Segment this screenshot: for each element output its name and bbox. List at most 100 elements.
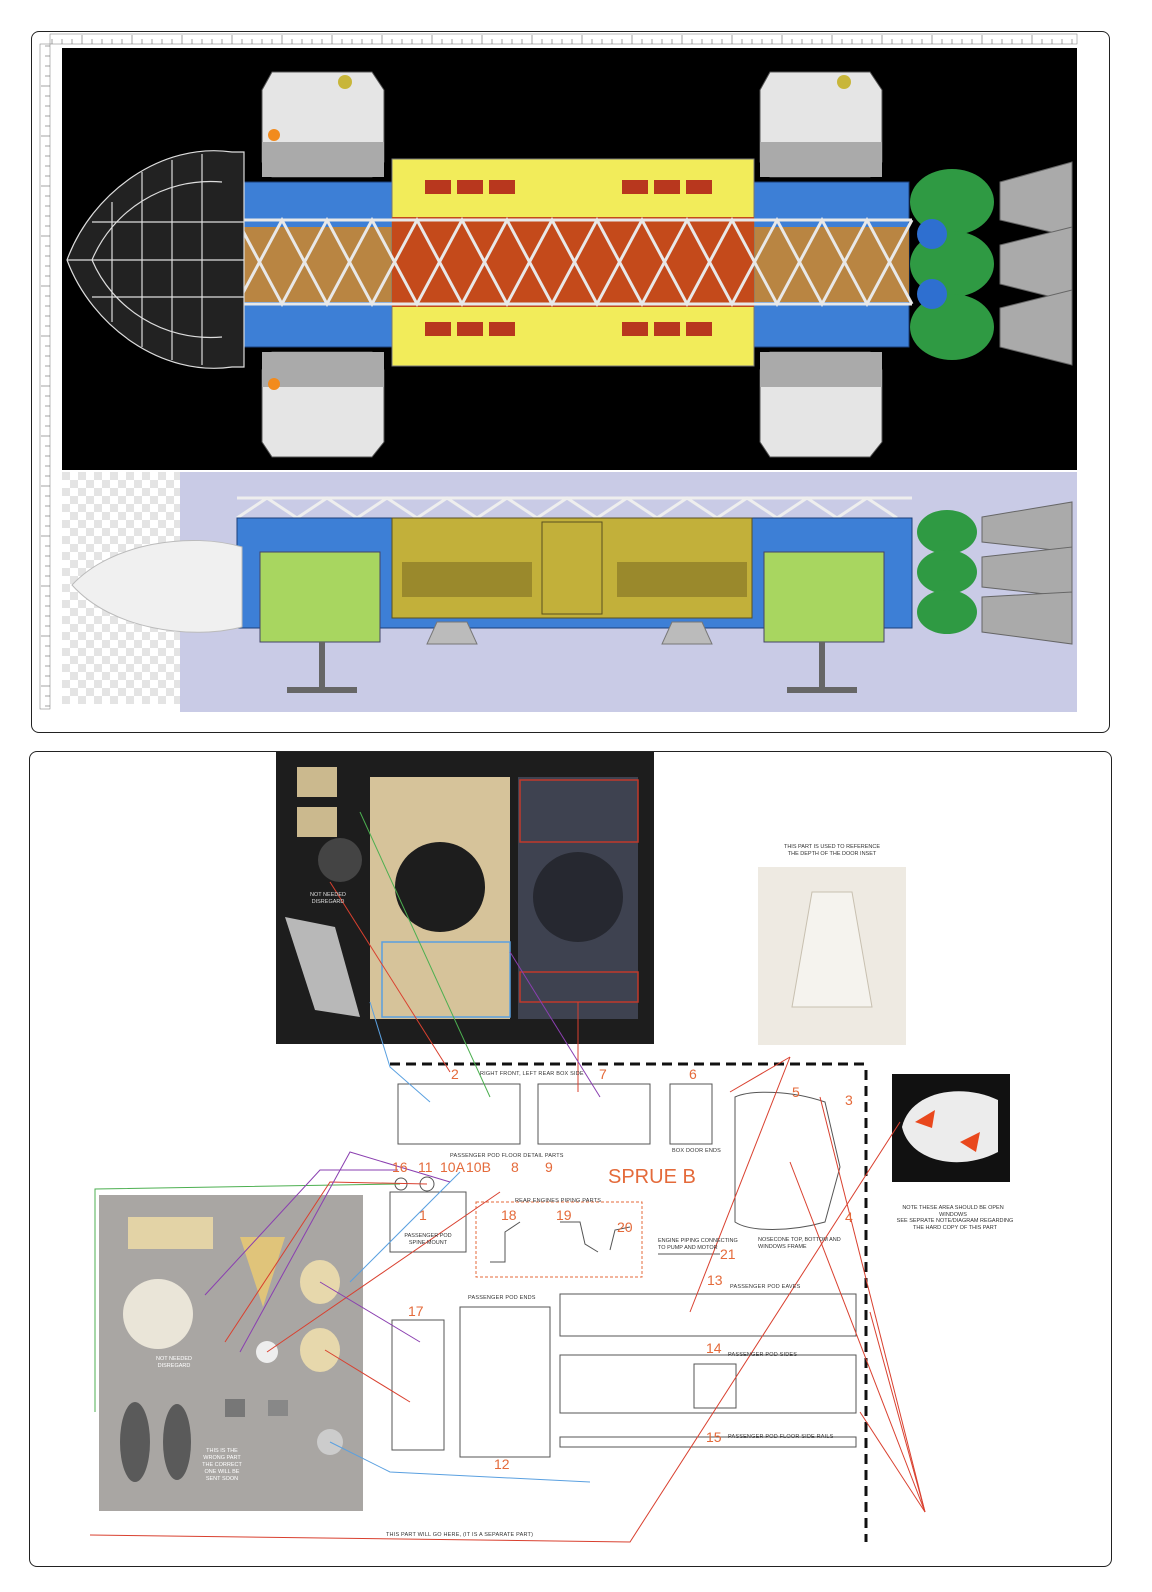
checker-cell: [142, 504, 150, 512]
caption-box-side: RIGHT FRONT, LEFT REAR BOX SIDE: [480, 1071, 584, 1077]
checker-cell: [110, 504, 118, 512]
checker-cell: [110, 696, 118, 704]
part-18: [490, 1221, 521, 1263]
checker-cell: [70, 592, 78, 600]
checker-cell: [86, 528, 94, 536]
checker-cell: [70, 576, 78, 584]
highlight-box: [519, 971, 639, 1003]
checker-cell: [62, 536, 70, 544]
checker-cell: [70, 528, 78, 536]
sprue-title: SPRUE B: [608, 1166, 696, 1188]
caption-box-door-ends: BOX DOOR ENDS: [672, 1148, 722, 1154]
checker-cell: [126, 520, 134, 528]
checker-cell: [174, 696, 182, 704]
part-label-17: 17: [408, 1303, 424, 1319]
checker-cell: [142, 680, 150, 688]
checker-cell: [118, 656, 126, 664]
checker-cell: [62, 568, 70, 576]
left-ruler: [39, 43, 51, 710]
checker-cell: [86, 672, 94, 680]
checker-cell: [62, 680, 70, 688]
part-label-21: 21: [720, 1246, 736, 1262]
part-label-3: 3: [845, 1092, 853, 1108]
checker-cell: [78, 648, 86, 656]
checker-cell: [110, 536, 118, 544]
part-label-20: 20: [617, 1219, 633, 1235]
checker-cell: [110, 616, 118, 624]
pod-side-door-drawing: [693, 1363, 737, 1409]
checker-cell: [78, 552, 86, 560]
part-label-14: 14: [706, 1340, 722, 1356]
caption-separate-part: THIS PART WILL GO HERE, (IT IS A SEPARAT…: [386, 1532, 534, 1538]
checker-cell: [134, 624, 142, 632]
checker-cell: [142, 664, 150, 672]
window-marker: [960, 1132, 980, 1152]
checker-cell: [134, 528, 142, 536]
checker-cell: [166, 672, 174, 680]
resin-ring: [318, 838, 362, 882]
checker-cell: [126, 472, 134, 480]
checker-cell: [150, 480, 158, 488]
checker-cell: [102, 480, 110, 488]
checker-cell: [142, 648, 150, 656]
checker-cell: [62, 520, 70, 528]
checker-cell: [110, 632, 118, 640]
sprue-diagram: [89, 752, 1010, 1543]
part-box-side: [537, 1083, 651, 1145]
checker-cell: [102, 512, 110, 520]
checker-cell: [94, 664, 102, 672]
checker-cell: [158, 680, 166, 688]
part-spine-mount: [389, 1191, 467, 1253]
command-module-top: [66, 150, 245, 369]
checker-cell: [174, 680, 182, 688]
command-module-side: [71, 539, 243, 633]
caption-engine-piping: ENGINE PIPING CONNECTING TO PUMP AND MOT…: [658, 1238, 738, 1251]
checker-cell: [70, 656, 78, 664]
checker-cell: [62, 600, 70, 608]
checker-cell: [86, 640, 94, 648]
small-part: [123, 1279, 193, 1349]
caption-nosecone: NOSECONE TOP, BOTTOM AND WINDOWS FRAME: [758, 1237, 841, 1250]
checker-cell: [102, 640, 110, 648]
caption-pod-sides: PASSENGER POD SIDES: [728, 1352, 798, 1358]
checker-cell: [70, 512, 78, 520]
checker-cell: [70, 544, 78, 552]
checker-cell: [150, 496, 158, 504]
checker-cell: [102, 688, 110, 696]
part-sides: [559, 1354, 857, 1414]
checker-cell: [126, 536, 134, 544]
landing-legs: [319, 642, 825, 687]
part-label-7: 7: [599, 1066, 607, 1082]
checker-cell: [150, 512, 158, 520]
resin-plate: [285, 917, 360, 1017]
checker-cell: [110, 488, 118, 496]
checker-cell: [174, 504, 182, 512]
checker-cell: [62, 616, 70, 624]
front-leg-pod-side: [259, 551, 381, 643]
checker-cell: [86, 624, 94, 632]
checker-cell: [118, 480, 126, 488]
checker-cell: [158, 632, 166, 640]
checker-cell: [102, 672, 110, 680]
part-20: [609, 1226, 631, 1251]
checker-cell: [78, 600, 86, 608]
checker-cell: [94, 648, 102, 656]
checker-cell: [102, 624, 110, 632]
checker-cell: [86, 608, 94, 616]
small-part: [268, 1400, 288, 1416]
checker-cell: [174, 472, 182, 480]
checker-cell: [166, 656, 174, 664]
part-17: [391, 1319, 445, 1451]
rear-tanks-side: [917, 510, 977, 634]
checker-cell: [142, 488, 150, 496]
checker-cell: [62, 504, 70, 512]
checker-cell: [86, 656, 94, 664]
checker-cell: [126, 696, 134, 704]
checker-cell: [134, 640, 142, 648]
pod-hatch: [837, 75, 851, 89]
checker-cell: [86, 560, 94, 568]
checker-cell: [118, 640, 126, 648]
part-label-11: 11: [418, 1159, 433, 1175]
checker-cell: [174, 520, 182, 528]
checker-cell: [110, 472, 118, 480]
